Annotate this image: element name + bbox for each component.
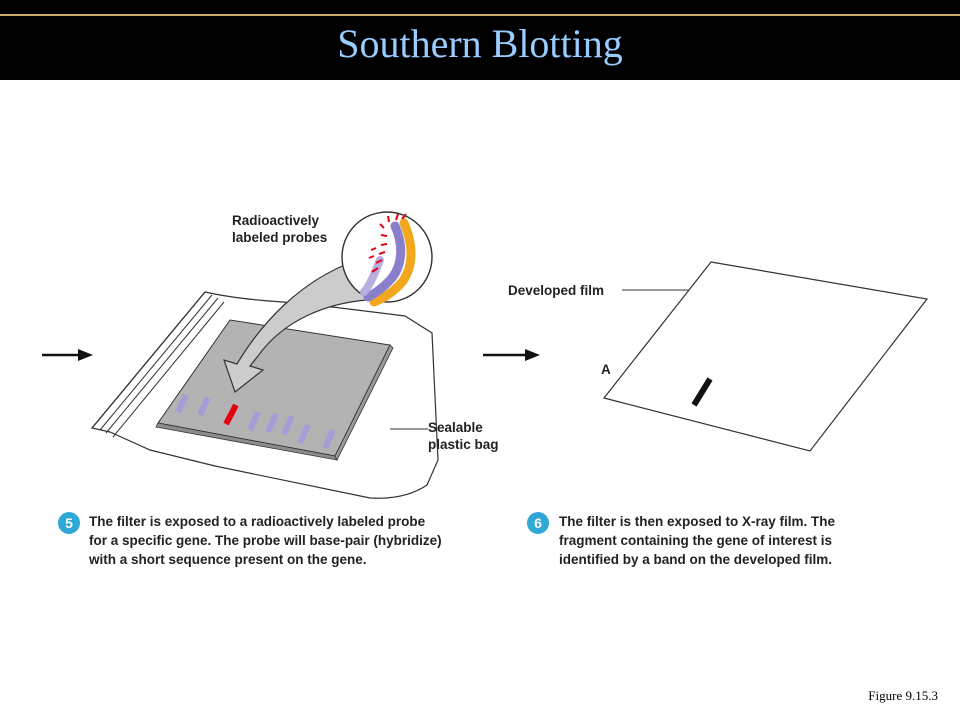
developed-film-label: Developed film bbox=[508, 283, 605, 298]
title-rule bbox=[0, 14, 960, 16]
film-marker-label: A bbox=[601, 362, 611, 377]
lavender-band bbox=[322, 428, 336, 450]
probes-label: Radioactively labeled probes bbox=[232, 212, 327, 246]
bag-label: Sealable plastic bag bbox=[428, 419, 499, 453]
lavender-band bbox=[281, 414, 295, 436]
bag-label-line1: Sealable bbox=[428, 420, 483, 435]
probe-magnifier bbox=[341, 211, 433, 307]
developed-film bbox=[602, 261, 929, 452]
step-5-line1: The filter is exposed to a radioactively… bbox=[89, 514, 426, 529]
filter-membrane bbox=[155, 319, 394, 461]
step-6-line1: The filter is then exposed to X-ray film… bbox=[559, 514, 836, 529]
step-5-line3: with a short sequence present on the gen… bbox=[89, 552, 367, 567]
step-5-line2: for a specific gene. The probe will base… bbox=[89, 533, 442, 548]
radioactive-label-marks bbox=[368, 213, 407, 273]
lavender-band bbox=[247, 410, 261, 432]
step-5-caption: The filter is exposed to a radioactively… bbox=[89, 512, 501, 569]
page-title: Southern Blotting bbox=[337, 21, 623, 66]
red-band bbox=[223, 403, 239, 426]
lavender-band bbox=[197, 396, 211, 417]
probes-label-line2: labeled probes bbox=[232, 230, 328, 245]
step-5-badge: 5 bbox=[58, 512, 80, 534]
probe-application-arrow bbox=[223, 261, 368, 393]
step-arrow-left bbox=[42, 349, 93, 361]
step-6-badge: 6 bbox=[527, 512, 549, 534]
step-arrow-right bbox=[483, 349, 540, 361]
film-band bbox=[691, 377, 713, 407]
lavender-band bbox=[265, 412, 279, 434]
filter-bands bbox=[175, 393, 336, 450]
title-bar bbox=[0, 0, 960, 80]
step-6-caption: The filter is then exposed to X-ray film… bbox=[559, 512, 919, 569]
step-6-line3: identified by a band on the developed fi… bbox=[559, 552, 833, 567]
figure-reference: Figure 9.15.3 bbox=[868, 688, 938, 703]
probes-label-line1: Radioactively bbox=[232, 213, 320, 228]
bag-label-line2: plastic bag bbox=[428, 437, 499, 452]
lavender-band bbox=[175, 393, 189, 414]
step-6-line2: fragment containing the gene of interest… bbox=[559, 533, 833, 548]
lavender-band bbox=[297, 423, 311, 445]
